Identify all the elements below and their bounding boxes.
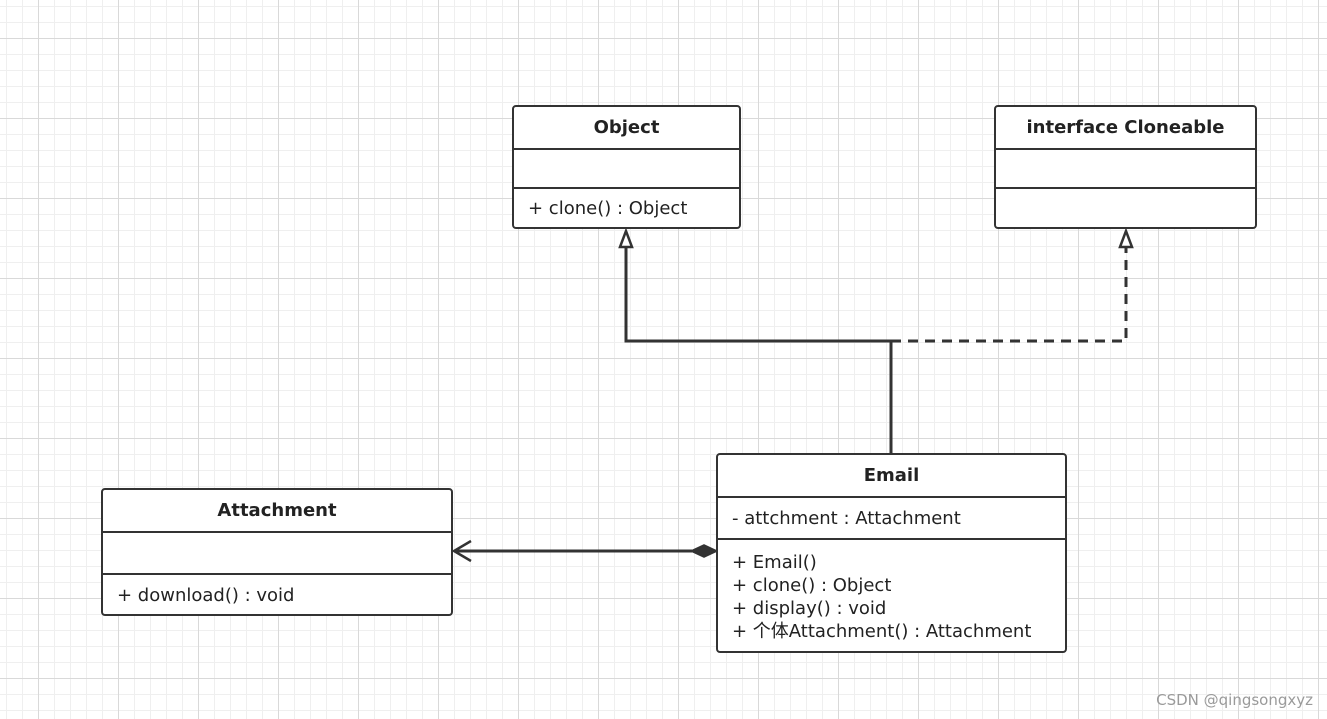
operation: + clone() : Object: [528, 198, 688, 219]
class-attachment-operations: + download() : void: [103, 575, 451, 607]
class-cloneable[interactable]: interface Cloneable: [994, 105, 1257, 229]
operation: + download() : void: [117, 585, 295, 606]
class-object-name: Object: [514, 107, 739, 150]
operation: + display() : void: [732, 598, 887, 619]
generalization-line: [624, 246, 893, 455]
realization-line: [891, 246, 1128, 343]
class-object[interactable]: Object + clone() : Object: [512, 105, 741, 229]
operation: + clone() : Object: [732, 575, 892, 596]
class-attachment-attributes: [103, 533, 451, 575]
class-cloneable-attributes: [996, 150, 1255, 189]
class-cloneable-name: interface Cloneable: [996, 107, 1255, 150]
attribute: - attchment : Attachment: [732, 508, 961, 529]
realization-arrowhead: [1118, 227, 1134, 249]
class-object-operations: + clone() : Object: [514, 189, 739, 220]
navigation-arrowhead: [451, 539, 472, 563]
class-email-operations: + Email() + clone() : Object + display()…: [718, 540, 1065, 643]
operation: + Email(): [732, 552, 817, 573]
class-object-attributes: [514, 150, 739, 189]
class-email[interactable]: Email - attchment : Attachment + Email()…: [716, 453, 1067, 653]
class-attachment[interactable]: Attachment + download() : void: [101, 488, 453, 616]
watermark: CSDN @qingsongxyz: [1156, 691, 1313, 709]
class-email-name: Email: [718, 455, 1065, 498]
generalization-arrowhead: [618, 227, 634, 249]
class-attachment-name: Attachment: [103, 490, 451, 533]
class-email-attributes: - attchment : Attachment: [718, 498, 1065, 540]
composition-diamond: [689, 544, 719, 558]
operation: + 个体Attachment() : Attachment: [732, 621, 1032, 642]
